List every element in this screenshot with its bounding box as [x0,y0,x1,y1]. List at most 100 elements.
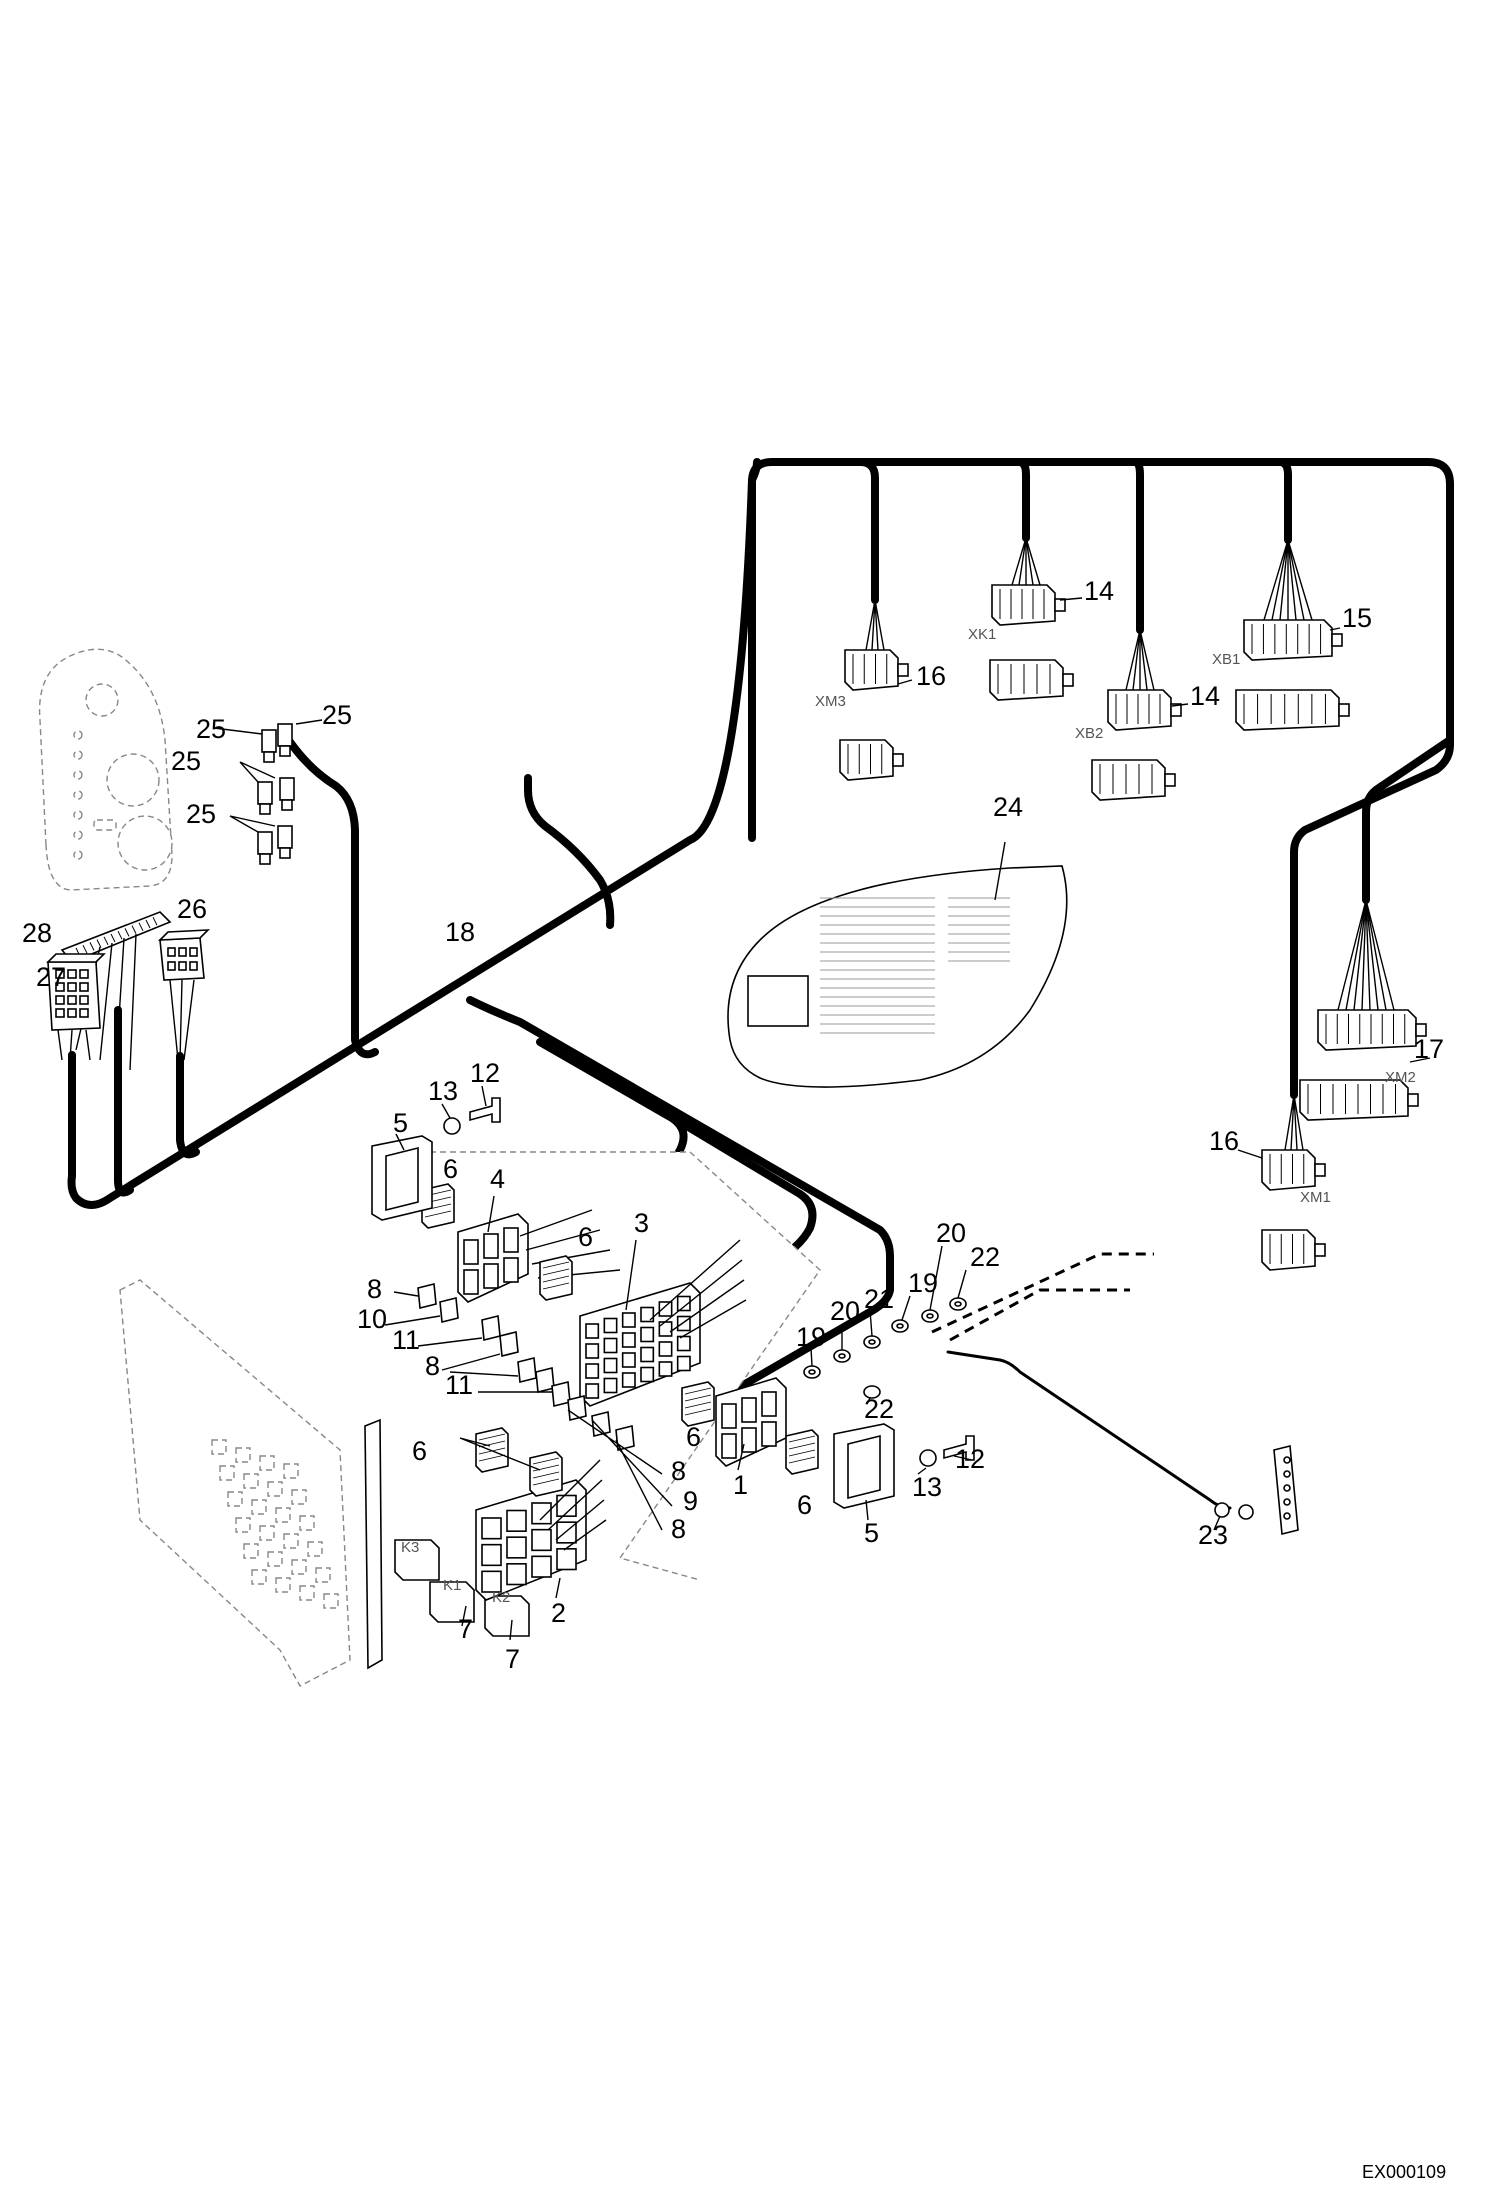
connector-28-pin [145,919,151,929]
fuse-board-slot [259,1455,275,1471]
connector-17-body [1317,1009,1417,1051]
connector-xb2-mate [1091,759,1176,801]
fan-xk1-wire [1025,537,1041,586]
ground-bar-hole [1283,1498,1291,1506]
fan-xm1 [1284,1094,1304,1151]
spacer-6e-rib [788,1435,816,1443]
fuse-board-slot [299,1515,315,1531]
screw-12b [943,1435,975,1461]
leader-14b [1171,703,1189,707]
relay-base-3 [579,1282,701,1407]
fan-xm2-wire [1337,899,1367,1011]
connector-28-pin [138,922,144,932]
leader-3 [625,1239,637,1311]
fuse-board-slot [267,1551,283,1567]
tag-k2: K2 [492,1589,510,1606]
spacer-6f-rib [684,1408,712,1416]
relay-base-3-cell [676,1295,691,1312]
connector-26-leads [169,979,195,1061]
fuse-board-slot [251,1569,267,1585]
relay-base-3-cell [640,1346,655,1363]
label-sheet-relay-box [747,975,809,1027]
tag-xm2: XM2 [1385,1069,1416,1086]
connector-16-top [844,649,909,691]
cluster-lamp [73,830,83,840]
connector-14-lower-body [1107,689,1172,731]
fuse-board-slot [235,1517,251,1533]
relay-base-2-cell [531,1555,552,1578]
connector-xm3-mate-latch [892,753,904,767]
connector-27-cavity [79,995,89,1005]
connector-26-body [159,937,205,981]
callout-2: 2 [551,1598,566,1628]
relay-base-3-cell [603,1377,618,1394]
washer-13b [919,1449,937,1467]
relay-base-2-cell [531,1502,552,1525]
spacer-6b-rib [542,1268,570,1276]
label-sheet-24 [727,865,1068,1088]
fuse-board-slot [227,1491,243,1507]
connector-14-lower [1107,689,1182,731]
fan-xm1-wire [1284,1094,1295,1151]
ring-terminal-23b [1238,1504,1254,1520]
callout-19b: 19 [908,1268,938,1298]
relay-base-3-cell [658,1341,673,1357]
callout-27: 27 [36,962,66,992]
fuse-clip [417,1282,437,1310]
fan-xm3-wire [871,599,876,651]
label-sheet-outline [727,865,1068,1088]
callout-23: 23 [1198,1520,1228,1550]
spacer-6e-rib [788,1456,816,1464]
leader-8a [393,1291,419,1297]
relay-base-3-cell [676,1355,691,1372]
relay-base-1-cell [721,1433,737,1459]
fuse-board-slot [323,1593,339,1609]
connector-xk1-mate-latch [1062,673,1074,687]
relay-base-3-cell [640,1306,655,1323]
relay-7 [429,1581,475,1623]
relay-base-1 [715,1377,787,1467]
fuse-clip [499,1330,519,1358]
relay-base-3-cell [658,1361,673,1377]
plug-25-tail [279,745,291,757]
connector-xm1-mate-latch [1314,1243,1326,1257]
connector-16-lower-latch [1314,1163,1326,1177]
connector-26-cavity [178,947,187,957]
fuse-board-slot [243,1473,259,1489]
harness-drop-xm3 [856,458,879,604]
relay-base-2 [475,1479,587,1601]
callout-17: 17 [1414,1034,1444,1064]
relay-base-1-cell [741,1427,757,1453]
spacer-6f [681,1381,715,1427]
plug-25-tail [259,853,271,865]
relay-base-4-cell [503,1227,519,1253]
bracket-5a [371,1135,433,1221]
nut-22b [863,1385,881,1399]
fuse-clip [481,1314,501,1342]
connector-27-cavity [79,982,89,992]
callout-4: 4 [490,1164,505,1194]
base-2-wire [563,1519,607,1551]
callout-16b: 16 [1209,1126,1239,1156]
spacer-6b-rib [542,1282,570,1290]
callout-12a: 12 [470,1058,500,1088]
connector-14-lower-latch [1170,703,1182,717]
callout-11a: 11 [392,1325,420,1355]
relay-base-3-cell [658,1301,673,1317]
spacer-6c [475,1427,509,1473]
relay-base-3-cell [658,1321,673,1337]
fuse-board-panel [119,1279,351,1687]
leader-10 [384,1315,441,1326]
fan-xb2-wire [1125,629,1141,691]
connector-27 [46,953,106,1061]
callout-5b: 5 [864,1518,879,1548]
base-3-wire [669,1279,745,1333]
washer-19b-hole [896,1323,904,1329]
connector-xm1-mate [1261,1229,1326,1271]
callout-20b: 20 [936,1218,966,1248]
connector-16-top-body [844,649,899,691]
fan-xm2-wire [1345,899,1367,1011]
washer-13a [443,1117,461,1135]
washer-20a-hole [838,1353,846,1359]
